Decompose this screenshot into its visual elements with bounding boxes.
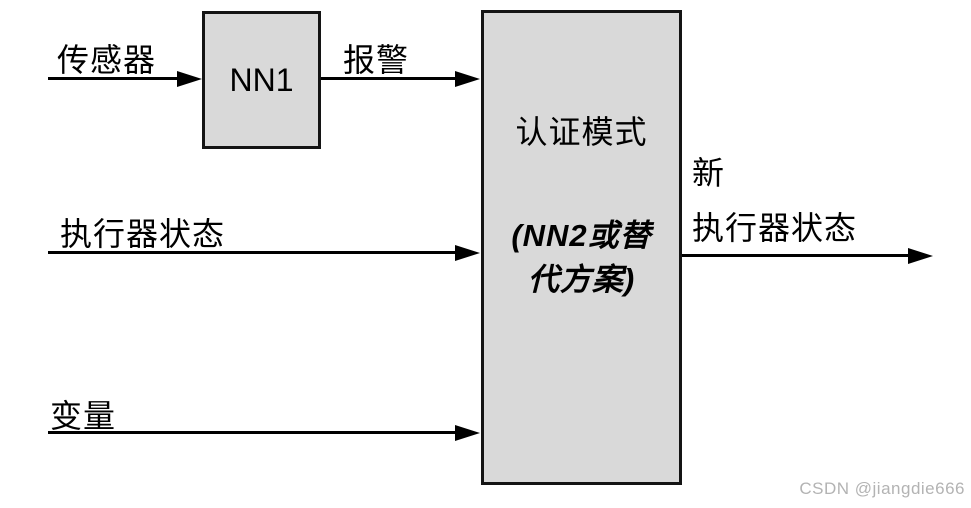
actuator-state-arrow: [48, 245, 480, 261]
watermark: CSDN @jiangdie666: [799, 479, 965, 498]
arrow-line: [48, 251, 462, 254]
auth-mode-title: 认证模式: [515, 114, 648, 150]
arrow-line: [48, 77, 184, 80]
alarm-label: 报警: [343, 42, 410, 78]
arrow-head-icon: [908, 248, 933, 264]
nn1-box: NN1: [202, 11, 321, 149]
auth-mode-box: 认证模式 (NN2或替 代方案): [481, 10, 682, 485]
auth-subtitle-line2: 代方案): [527, 262, 636, 297]
alarm-arrow: [321, 71, 480, 87]
nn1-label: NN1: [229, 61, 294, 98]
arrow-line: [321, 77, 462, 80]
arrow-head-icon: [455, 245, 480, 261]
arrow-head-icon: [455, 425, 480, 441]
auth-mode-subtitle: (NN2或替 代方案): [484, 214, 679, 302]
sensor-input-label: 传感器: [57, 42, 157, 78]
variables-label: 变量: [50, 398, 117, 434]
output-label-new: 新: [692, 155, 726, 191]
output-arrow: [682, 248, 933, 264]
auth-subtitle-line1: (NN2或替: [511, 218, 652, 253]
output-label-actuator-state: 执行器状态: [692, 210, 858, 246]
sensor-arrow: [48, 71, 202, 87]
arrow-line: [48, 431, 462, 434]
actuator-state-label: 执行器状态: [60, 216, 226, 252]
arrow-head-icon: [455, 71, 480, 87]
arrow-line: [682, 254, 915, 257]
arrow-head-icon: [177, 71, 202, 87]
variables-arrow: [48, 425, 480, 441]
